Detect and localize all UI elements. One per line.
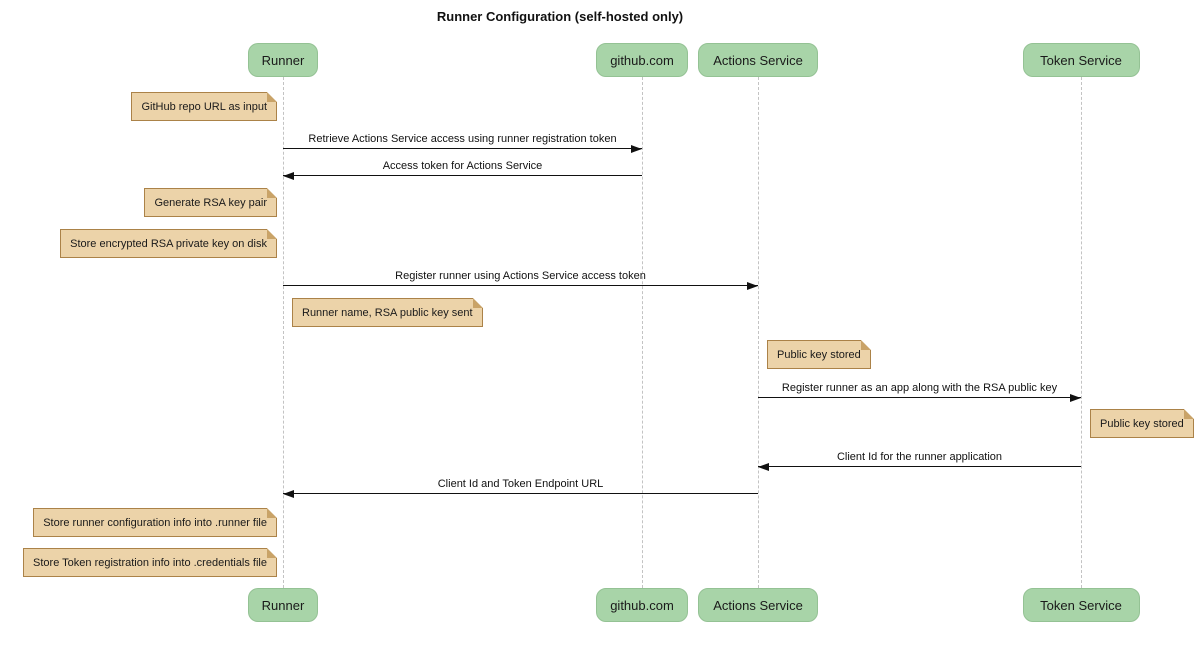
- message-line-4: [758, 466, 1081, 467]
- note-1: Generate RSA key pair: [144, 188, 277, 218]
- note-fold-icon: [267, 229, 277, 239]
- lifeline-token: [1081, 77, 1082, 588]
- note-2: Store encrypted RSA private key on disk: [60, 229, 277, 259]
- message-label-3: Register runner as an app along with the…: [781, 382, 1058, 394]
- note-5: Public key stored: [1090, 409, 1194, 439]
- message-line-1: [283, 175, 642, 176]
- arrow-head-icon-2: [747, 282, 758, 290]
- note-6: Store runner configuration info into .ru…: [33, 508, 277, 538]
- arrow-head-icon-5: [283, 490, 294, 498]
- lifeline-github: [642, 77, 643, 588]
- participant-github-bottom: github.com: [596, 588, 688, 622]
- note-3: Runner name, RSA public key sent: [292, 298, 483, 328]
- note-7: Store Token registration info into .cred…: [23, 548, 277, 578]
- note-fold-icon: [267, 508, 277, 518]
- message-label-1: Access token for Actions Service: [382, 160, 543, 172]
- participant-actions-top: Actions Service: [698, 43, 818, 77]
- note-fold-icon: [472, 298, 483, 308]
- participant-runner-bottom: Runner: [248, 588, 318, 622]
- note-fold-icon: [267, 92, 277, 102]
- arrow-head-icon-4: [758, 463, 769, 471]
- message-label-0: Retrieve Actions Service access using ru…: [308, 133, 617, 145]
- participant-token-bottom: Token Service: [1022, 588, 1140, 622]
- note-fold-icon: [1183, 409, 1194, 419]
- participant-token-top: Token Service: [1022, 43, 1140, 77]
- message-line-5: [283, 493, 758, 494]
- participant-runner-top: Runner: [248, 43, 318, 77]
- arrow-head-icon-1: [283, 172, 294, 180]
- note-4: Public key stored: [767, 340, 871, 370]
- arrow-head-icon-3: [1070, 394, 1081, 402]
- diagram-title: Runner Configuration (self-hosted only): [436, 9, 684, 24]
- participant-actions-bottom: Actions Service: [698, 588, 818, 622]
- note-fold-icon: [860, 340, 871, 350]
- message-label-5: Client Id and Token Endpoint URL: [437, 478, 604, 490]
- note-fold-icon: [267, 188, 277, 198]
- note-fold-icon: [267, 548, 277, 558]
- arrow-head-icon-0: [631, 145, 642, 153]
- lifeline-actions: [758, 77, 759, 588]
- message-line-2: [283, 285, 758, 286]
- message-line-0: [283, 148, 642, 149]
- message-line-3: [758, 397, 1081, 398]
- note-0: GitHub repo URL as input: [131, 92, 277, 122]
- participant-github-top: github.com: [596, 43, 688, 77]
- message-label-4: Client Id for the runner application: [836, 451, 1003, 463]
- message-label-2: Register runner using Actions Service ac…: [395, 270, 646, 282]
- lifeline-runner: [283, 77, 284, 588]
